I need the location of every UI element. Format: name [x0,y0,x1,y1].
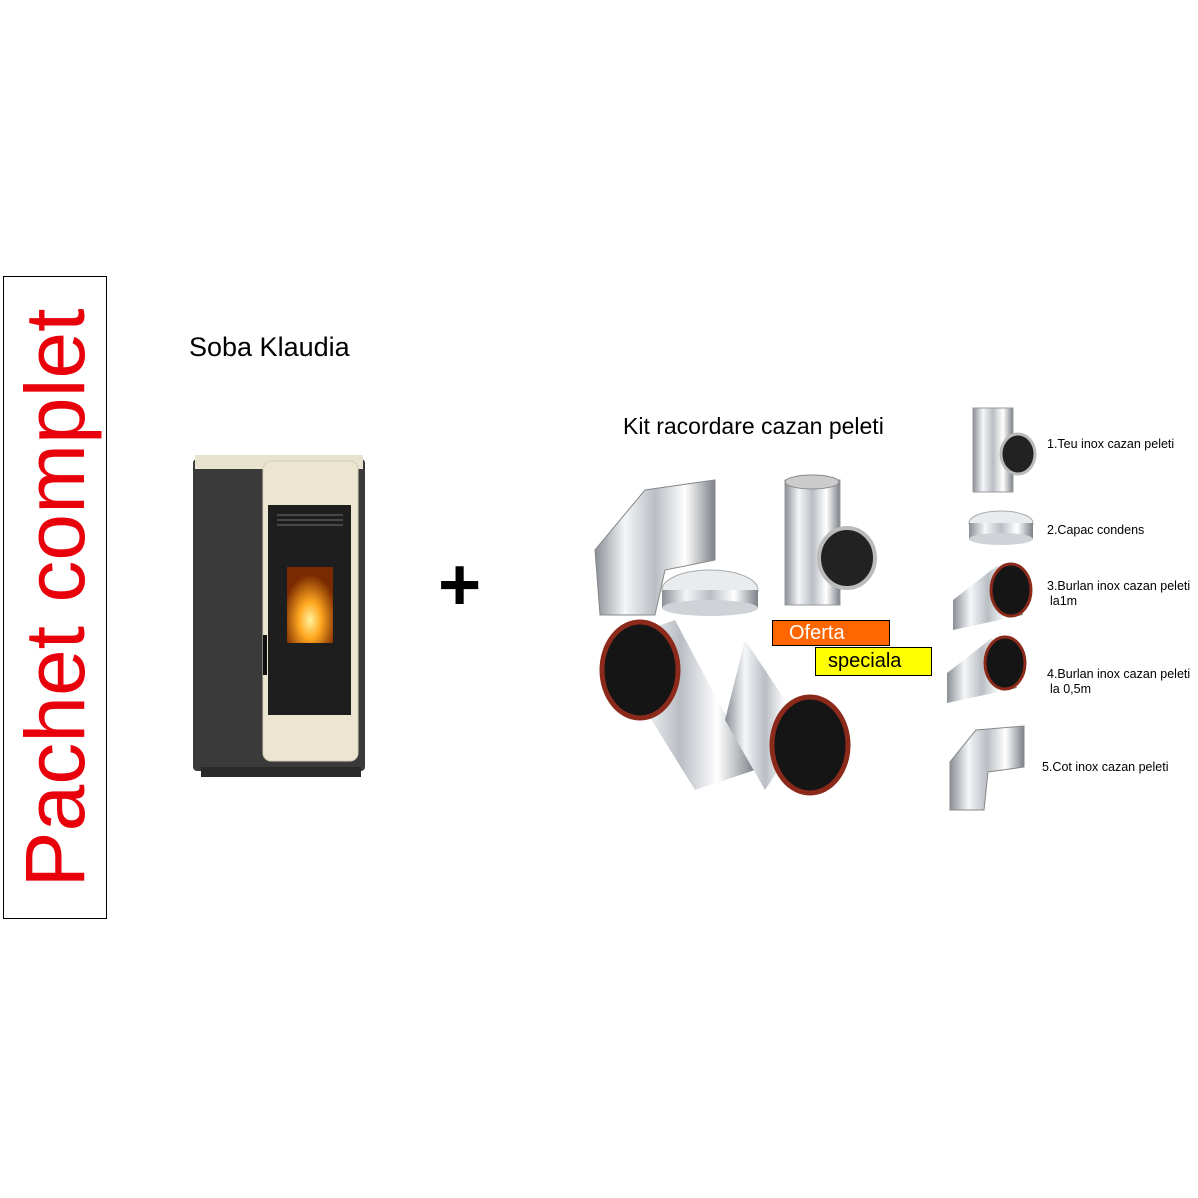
item-4-title: 4.Burlan inox cazan peleti [1047,667,1191,681]
item-4-label: 4.Burlan inox cazan peleti la 0,5m [1047,667,1190,697]
package-label-box: Pachet complet [3,276,107,919]
plus-sign: + [438,543,482,626]
pipe-1m-thumbnail [953,562,1033,630]
cap-thumbnail [968,510,1034,545]
item-4-sub: la 0,5m [1050,682,1091,696]
item-3-label: 3.Burlan inox cazan peleti la1m [1047,579,1190,609]
item-5-label: 5.Cot inox cazan peleti [1042,760,1169,774]
tee-thumbnail [972,407,1037,493]
package-label: Pachet complet [8,308,102,887]
item-3-title: 3.Burlan inox cazan peleti [1047,579,1191,593]
special-badge: speciala [815,647,932,676]
pipe-05m-thumbnail [947,635,1027,703]
stove-title: Soba Klaudia [189,332,350,362]
offer-badge: Oferta [772,620,890,646]
item-3-sub: la1m [1050,594,1078,608]
elbow-thumbnail [949,725,1025,811]
item-2-label: 2.Capac condens [1047,523,1145,537]
kit-title: Kit racordare cazan peleti [623,413,884,439]
stove-image [193,455,365,777]
item-1-label: 1.Teu inox cazan peleti [1047,437,1175,451]
kit-image [594,474,877,796]
